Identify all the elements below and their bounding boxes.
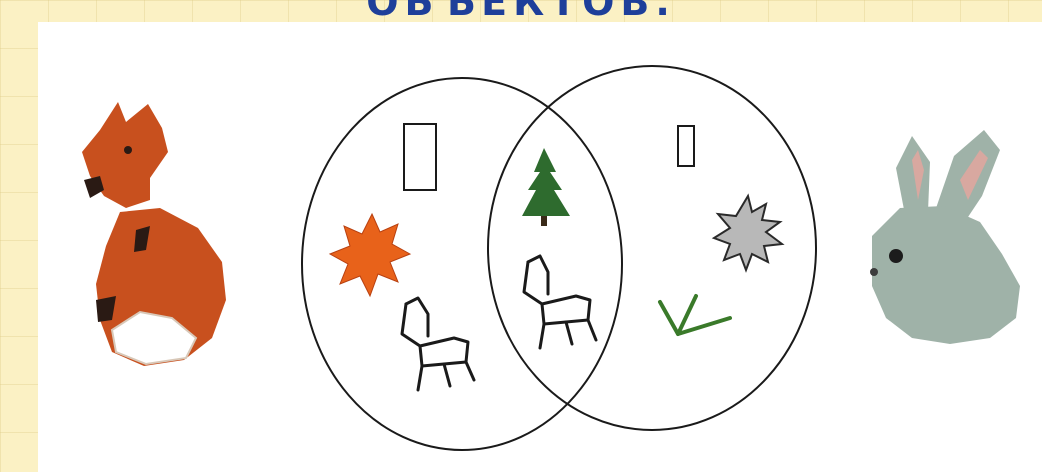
grass-icon: [660, 296, 730, 334]
rectangle-icon: [404, 124, 436, 190]
chair-icon: [524, 256, 596, 348]
fox-icon: [82, 102, 226, 366]
sun-icon: [330, 214, 410, 296]
sun-icon: [714, 196, 782, 270]
right-circle: [488, 66, 816, 430]
chair-icon: [402, 298, 474, 390]
rabbit-icon: [870, 130, 1020, 344]
fir-tree-icon: [522, 148, 570, 226]
rectangle-icon: [678, 126, 694, 166]
